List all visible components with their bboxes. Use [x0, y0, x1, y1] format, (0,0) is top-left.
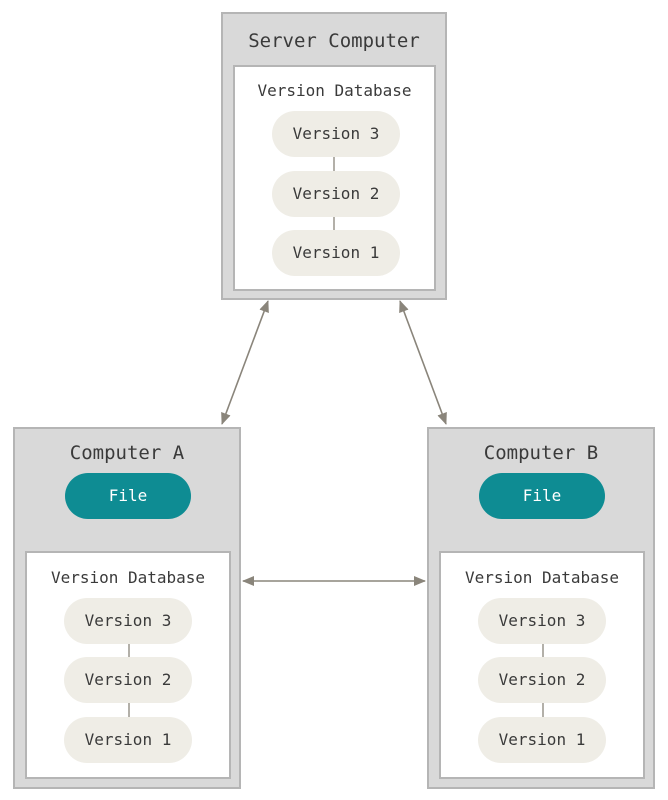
computer-a-version-database: Version Database Version 3 Version 2 Ver… — [25, 551, 231, 779]
computer-a-version-3: Version 3 — [64, 598, 192, 644]
computer-b-title: Computer B — [483, 442, 599, 464]
arrow-server-computer-b — [399, 300, 447, 425]
server-version-database: Version Database Version 3 Version 2 Ver… — [233, 65, 436, 291]
server-computer-title: Server Computer — [248, 30, 420, 52]
computer-a-version-database-title: Version Database — [50, 568, 206, 587]
computer-a-title: Computer A — [69, 442, 185, 464]
computer-b-version-database-title: Version Database — [464, 568, 620, 587]
computer-b: Computer B File Version Database Version… — [427, 427, 655, 789]
computer-a: Computer A File Version Database Version… — [13, 427, 241, 789]
computer-b-version-links — [542, 643, 544, 719]
server-computer: Server Computer Version Database Version… — [221, 12, 447, 300]
arrow-server-computer-a — [221, 300, 269, 425]
computer-a-version-2: Version 2 — [64, 657, 192, 703]
computer-b-version-3: Version 3 — [478, 598, 606, 644]
server-version-database-title: Version Database — [257, 81, 412, 100]
computer-b-version-database: Version Database Version 3 Version 2 Ver… — [439, 551, 645, 779]
computer-a-version-links — [128, 643, 130, 719]
computer-a-version-1: Version 1 — [64, 717, 192, 763]
computer-a-file: File — [65, 473, 191, 519]
computer-b-version-1: Version 1 — [478, 717, 606, 763]
server-version-2: Version 2 — [272, 171, 400, 217]
computer-b-file: File — [479, 473, 605, 519]
computer-b-version-2: Version 2 — [478, 657, 606, 703]
server-version-3: Version 3 — [272, 111, 400, 157]
server-version-1: Version 1 — [272, 230, 400, 276]
